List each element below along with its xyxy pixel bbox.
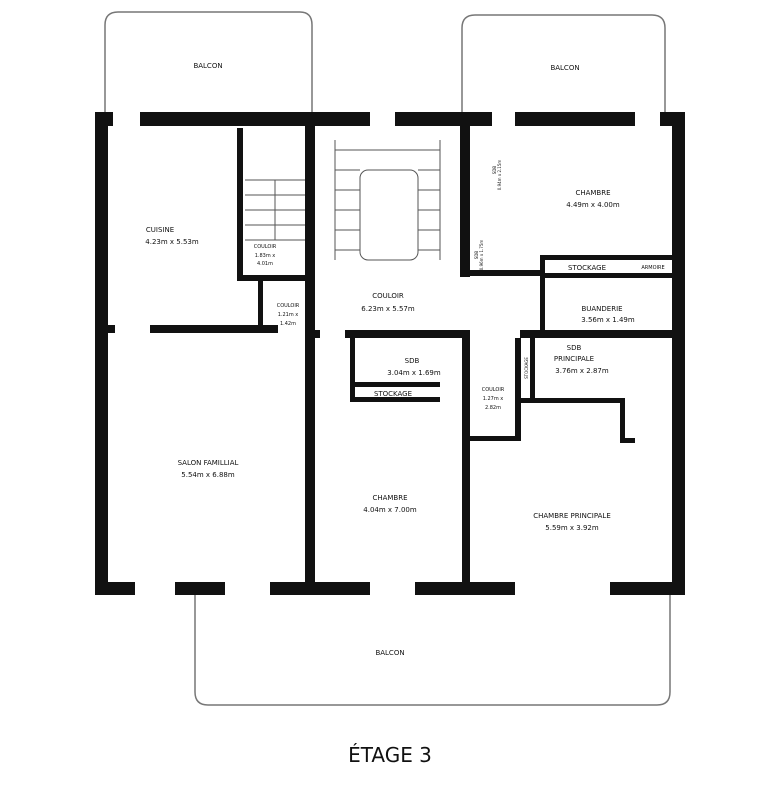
room-name-salon: SALON FAMILLIAL bbox=[178, 459, 239, 467]
balcony-label: BALCON bbox=[375, 649, 404, 657]
room-name-sdb-small: SDB bbox=[474, 251, 479, 260]
room-name-sdb: SDB bbox=[405, 357, 420, 365]
room-size-couloir: 1.21m x bbox=[278, 312, 299, 318]
room-name-chambre: CHAMBRE bbox=[372, 494, 407, 502]
room-name-sdb-principale: SDB bbox=[567, 344, 582, 352]
floor-title: ÉTAGE 3 bbox=[348, 743, 432, 767]
room-size-chambre: 4.04m x 7.00m bbox=[363, 506, 417, 514]
balcony-label: BALCON bbox=[193, 62, 222, 70]
room-name-chambre-principale: CHAMBRE PRINCIPALE bbox=[533, 512, 611, 520]
room-size-cuisine: 4.23m x 5.53m bbox=[145, 238, 199, 246]
walls bbox=[95, 112, 685, 595]
room-size-couloir: 1.83m x bbox=[255, 253, 276, 259]
room-name-couloir: COULOIR bbox=[482, 387, 505, 393]
room-name-stockage: STOCKAGE bbox=[374, 390, 412, 398]
room-size-chambre: 4.49m x 4.00m bbox=[566, 201, 620, 209]
room-name-sdb-small: SDB bbox=[492, 166, 497, 175]
balcony-top-right bbox=[461, 14, 666, 112]
room-name-buanderie: BUANDERIE bbox=[581, 305, 622, 313]
room-size-chambre-principale: 5.59m x 3.92m bbox=[545, 524, 599, 532]
room-name-chambre: CHAMBRE bbox=[575, 189, 610, 197]
room-name-armoire: ARMOIRE bbox=[641, 265, 664, 271]
room-size-couloir: 1.27m x bbox=[483, 396, 504, 402]
room-size-couloir: 1.42m bbox=[280, 321, 296, 327]
balcony-label: BALCON bbox=[550, 64, 579, 72]
room-size-sdb: 3.04m x 1.69m bbox=[387, 369, 441, 377]
room-size-salon: 5.54m x 6.88m bbox=[181, 471, 235, 479]
balcony-bottom bbox=[194, 595, 671, 706]
room-size-sdb-small: 0.96m x 1.75m bbox=[479, 240, 484, 271]
room-size-couloir-main: 6.23m x 5.57m bbox=[361, 305, 415, 313]
room-name-couloir: COULOIR bbox=[254, 244, 277, 250]
balcony-top-left bbox=[104, 11, 313, 112]
staircase bbox=[245, 140, 441, 261]
room-name-stockage: STOCKAGE bbox=[568, 264, 606, 272]
room-size-couloir: 4.01m bbox=[257, 261, 273, 267]
room-name-couloir: COULOIR bbox=[277, 303, 300, 309]
room-name-sdb-principale: PRINCIPALE bbox=[554, 355, 594, 363]
room-size-buanderie: 3.56m x 1.49m bbox=[581, 316, 635, 324]
room-name-couloir-main: COULOIR bbox=[372, 292, 404, 300]
room-size-sdb-principale: 3.76m x 2.87m bbox=[555, 367, 609, 375]
room-size-couloir: 2.82m bbox=[485, 405, 501, 411]
room-name-stockage: STOCKAGE bbox=[524, 357, 529, 379]
room-size-sdb-small: 0.94m x 2.15m bbox=[497, 160, 502, 191]
room-name-cuisine: CUISINE bbox=[146, 226, 174, 234]
